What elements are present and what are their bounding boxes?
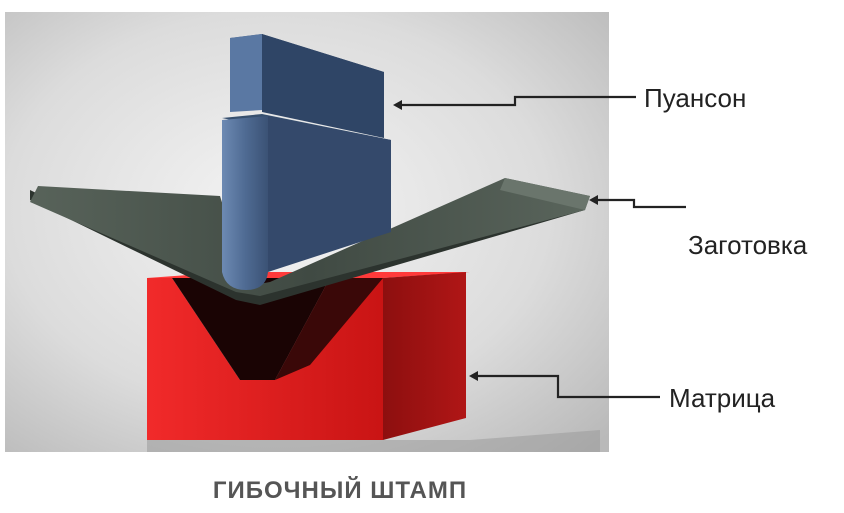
die-v-groove bbox=[172, 278, 330, 380]
blank-top-face bbox=[30, 178, 590, 296]
punch-lower-front bbox=[222, 116, 268, 290]
punch-leader-line bbox=[396, 95, 636, 107]
punch-lower-side bbox=[268, 116, 391, 272]
punch-label: Пуансон bbox=[644, 83, 747, 113]
blank-label: Заготовка bbox=[688, 230, 808, 260]
blank bbox=[30, 178, 590, 305]
punch bbox=[222, 34, 391, 290]
die-leader-line bbox=[472, 374, 660, 399]
figure-title: ГИБОЧНЫЙ ШТАМП bbox=[212, 477, 468, 504]
blank-right-edge bbox=[500, 178, 590, 210]
blank-leader-arrowhead bbox=[589, 195, 598, 205]
punch-leader-arrowhead bbox=[393, 100, 402, 110]
blank-leader-line bbox=[592, 198, 686, 209]
die-side-face bbox=[383, 272, 466, 440]
die-label: Матрица bbox=[669, 383, 776, 413]
die-leader-arrowhead bbox=[469, 371, 478, 381]
die bbox=[147, 272, 470, 440]
punch-upper-front bbox=[230, 34, 262, 112]
die-shadow bbox=[147, 430, 600, 452]
punch-upper-side bbox=[262, 34, 384, 138]
die-v-groove-side bbox=[275, 278, 383, 380]
leader-lines bbox=[393, 95, 686, 399]
